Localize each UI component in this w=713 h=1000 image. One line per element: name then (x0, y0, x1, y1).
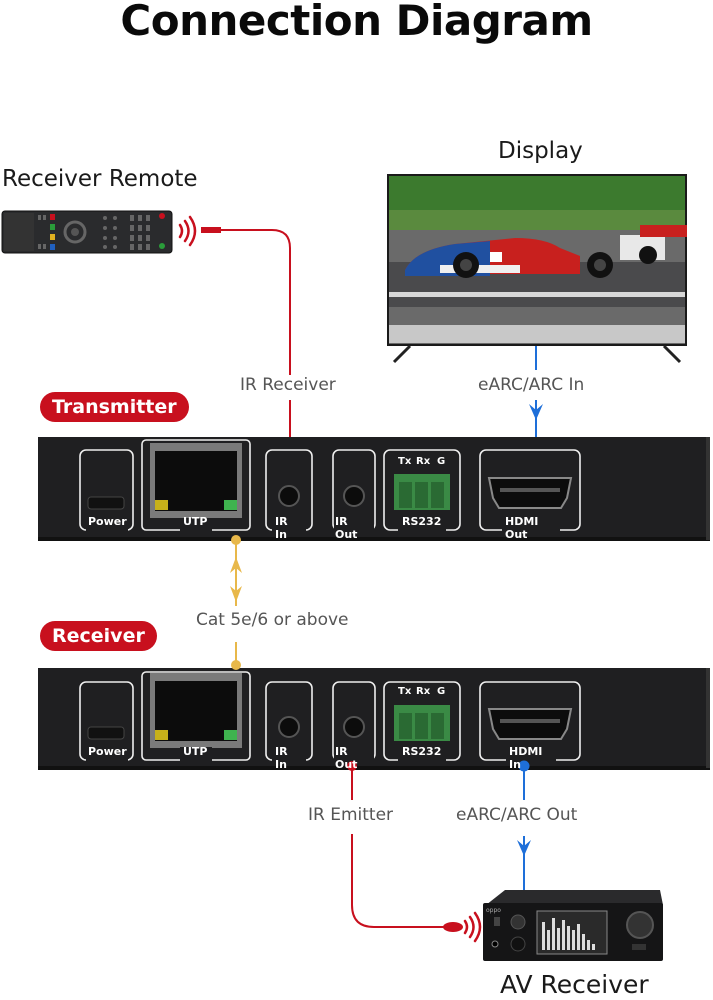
receiver-port-graphics (87, 673, 573, 748)
page-title: Connection Diagram (120, 0, 593, 45)
ir-receiver-head (201, 227, 221, 233)
port-label-ir-in: IR In (275, 745, 288, 771)
port-label-hdmi-out: HDMI Out (505, 515, 539, 541)
display-label: Display (498, 138, 583, 164)
cat-arrow-down (230, 586, 242, 602)
ir-emitter-cable (351, 834, 445, 928)
earc-in-label: eARC/ARC In (476, 375, 587, 395)
rs232-pin-tx: Tx (398, 686, 412, 697)
transmitter-port-graphics (87, 443, 573, 518)
cat-arrow-up (230, 557, 242, 573)
port-label-ir-out: IR Out (335, 745, 358, 771)
rs232-pin-rx: Rx (416, 456, 431, 467)
av-receiver-label: AV Receiver (500, 970, 649, 999)
svg-text:oppo: oppo (486, 907, 501, 914)
ir-receiver-cable (221, 229, 291, 378)
port-label-rs232: RS232 (402, 515, 442, 528)
rs232-pin-rx: Rx (416, 686, 431, 697)
port-label-utp: UTP (183, 745, 208, 758)
rs232-pin-g: G (437, 456, 446, 467)
ir-emitter-head (443, 922, 463, 932)
port-label-utp: UTP (183, 515, 208, 528)
earc-out-label: eARC/ARC Out (454, 805, 580, 825)
receiver-badge: Receiver (40, 621, 157, 651)
earc-in-arrow (529, 404, 543, 420)
av-receiver-device: oppo (483, 890, 663, 961)
receiver-remote-label: Receiver Remote (2, 166, 198, 192)
transmitter-badge: Transmitter (40, 392, 189, 422)
ir-emit-signal-icon (463, 911, 482, 943)
port-label-rs232: RS232 (402, 745, 442, 758)
utp-rx-dot (231, 660, 241, 670)
tv-display (387, 174, 687, 364)
rs232-pin-g: G (437, 686, 446, 697)
port-label-hdmi-in: HDMI In (509, 745, 543, 771)
port-label-power: Power (88, 745, 127, 758)
transmitter-port-labels (86, 518, 560, 532)
ir-receiver-label: IR Receiver (238, 375, 338, 395)
port-label-ir-out: IR Out (335, 515, 358, 541)
ir-signal-icon (178, 215, 197, 247)
cat-cable-label: Cat 5e/6 or above (194, 610, 351, 630)
earc-out-arrow (517, 840, 531, 856)
rs232-pin-tx: Tx (398, 456, 412, 467)
remote-control (1, 210, 173, 254)
port-label-ir-in: IR In (275, 515, 288, 541)
port-label-power: Power (88, 515, 127, 528)
receiver-port-labels-bg (86, 747, 556, 761)
ir-emitter-label: IR Emitter (306, 805, 396, 825)
